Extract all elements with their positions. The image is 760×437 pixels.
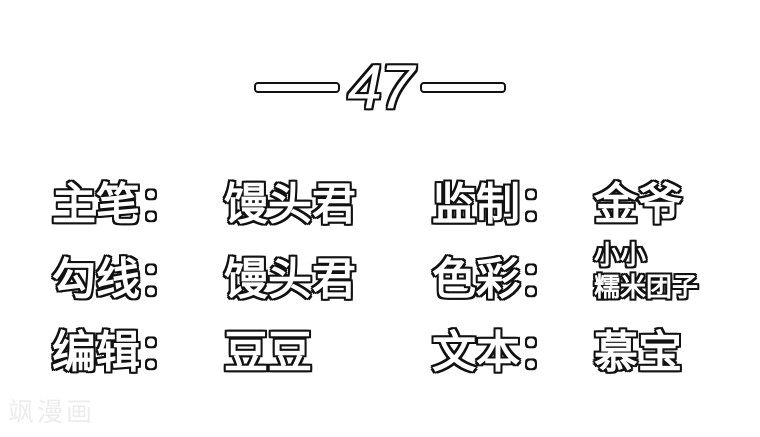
credit-text: 文本： 慕宝 bbox=[431, 327, 683, 379]
credit-value: 馒头君 bbox=[223, 179, 357, 231]
credit-value: 豆豆 bbox=[223, 327, 313, 379]
credit-label: 文本： bbox=[431, 327, 565, 379]
credit-colorist: 色彩： 小小 糯米团子 bbox=[431, 240, 699, 306]
right-dash bbox=[419, 82, 506, 93]
credit-lead-artist: 主笔： 馒头君 bbox=[51, 179, 357, 231]
credit-value: 慕宝 bbox=[593, 327, 683, 379]
chapter-title: 47 bbox=[0, 52, 760, 123]
credit-value-line-1: 小小 bbox=[593, 240, 647, 272]
credit-label: 主笔： bbox=[51, 179, 185, 231]
credit-label: 监制： bbox=[431, 179, 565, 231]
credit-value: 馒头君 bbox=[223, 254, 357, 306]
credit-supervisor: 监制： 金爷 bbox=[431, 179, 683, 231]
credit-label: 勾线： bbox=[51, 254, 185, 306]
credit-label: 色彩： bbox=[431, 254, 565, 306]
chapter-number: 47 bbox=[347, 52, 416, 123]
credit-editor: 编辑： 豆豆 bbox=[51, 327, 313, 379]
credit-label: 编辑： bbox=[51, 327, 185, 379]
credit-line-art: 勾线： 馒头君 bbox=[51, 254, 357, 306]
left-dash bbox=[254, 82, 341, 93]
credit-value: 金爷 bbox=[593, 179, 683, 231]
credit-value-line-2: 糯米团子 bbox=[593, 272, 699, 304]
watermark-logo: 飒漫画 bbox=[8, 398, 96, 428]
